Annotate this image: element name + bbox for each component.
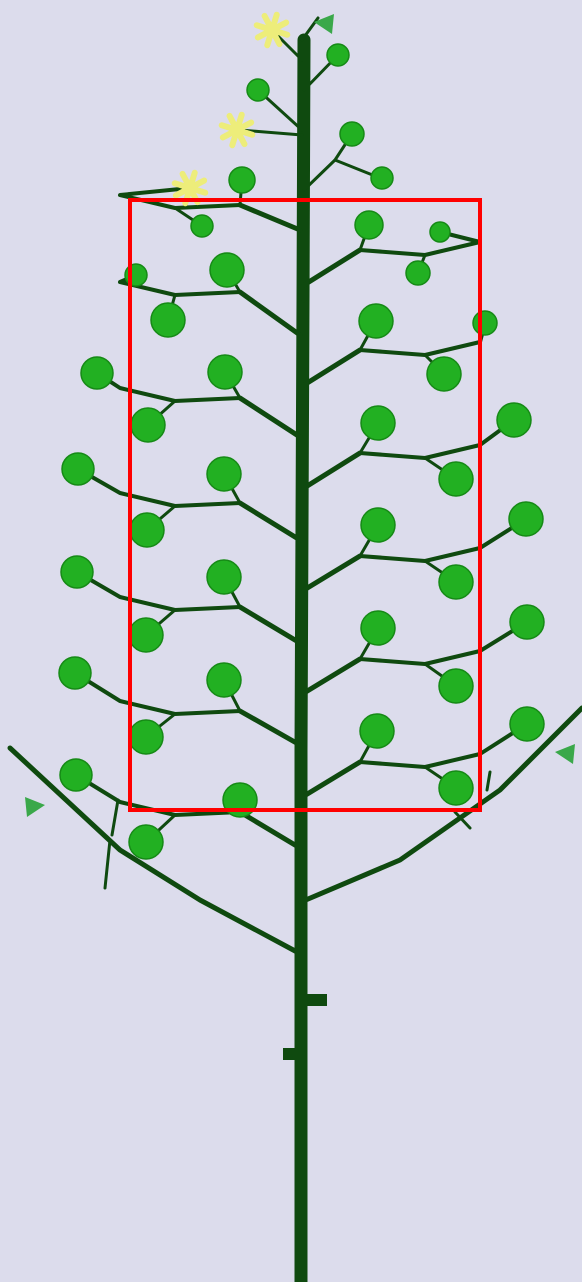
fruit bbox=[128, 824, 164, 860]
plant bbox=[7, 11, 582, 1282]
fruit bbox=[339, 121, 365, 147]
fruit bbox=[359, 713, 395, 749]
fruit bbox=[206, 559, 242, 595]
fruit bbox=[150, 302, 186, 338]
branch-right bbox=[301, 656, 363, 696]
lower-branch-left bbox=[7, 745, 300, 955]
highlight-box bbox=[128, 198, 482, 812]
fruit bbox=[246, 78, 270, 102]
fruit bbox=[370, 166, 394, 190]
leaf bbox=[314, 14, 334, 34]
fruit bbox=[438, 461, 474, 497]
fruit bbox=[209, 252, 245, 288]
fruit bbox=[360, 610, 396, 646]
branch-left bbox=[237, 500, 303, 543]
flower bbox=[171, 169, 209, 207]
fruit bbox=[80, 356, 114, 390]
lower-branch-right bbox=[298, 705, 582, 905]
fruit bbox=[190, 214, 214, 238]
fruit bbox=[60, 555, 94, 589]
fruit bbox=[360, 405, 396, 441]
fruit bbox=[130, 407, 166, 443]
fruit bbox=[405, 260, 431, 286]
branch-left bbox=[237, 395, 303, 440]
flower bbox=[218, 111, 256, 149]
fruit bbox=[58, 656, 92, 690]
branch-left bbox=[237, 289, 303, 338]
branch-left-arm bbox=[75, 570, 242, 612]
fruit bbox=[438, 668, 474, 704]
fruit bbox=[509, 604, 545, 640]
branch-right bbox=[301, 247, 363, 288]
fruit bbox=[128, 617, 164, 653]
fruit bbox=[426, 356, 462, 392]
fruit bbox=[206, 456, 242, 492]
branch-right bbox=[301, 347, 363, 388]
fruit bbox=[128, 719, 164, 755]
twig bbox=[110, 798, 120, 837]
fruit bbox=[228, 166, 256, 194]
twig bbox=[453, 810, 472, 830]
fruit bbox=[326, 43, 350, 67]
leaf bbox=[555, 744, 575, 764]
fruit bbox=[496, 402, 532, 438]
branch-right bbox=[301, 450, 363, 491]
fruit bbox=[438, 770, 474, 806]
fruit bbox=[508, 501, 544, 537]
fruit bbox=[438, 564, 474, 600]
branch-left bbox=[238, 128, 304, 137]
branch-right-arm bbox=[358, 620, 529, 666]
flower bbox=[253, 11, 291, 49]
fruit bbox=[472, 310, 498, 336]
fruit bbox=[429, 221, 451, 243]
branch-right bbox=[301, 553, 363, 593]
fruit bbox=[354, 210, 384, 240]
leaf bbox=[25, 797, 45, 817]
fruit bbox=[59, 758, 93, 792]
branch-right-arm bbox=[358, 722, 529, 769]
twig bbox=[103, 838, 122, 890]
branch-right-arm bbox=[358, 230, 482, 257]
branch-left-arm bbox=[73, 671, 242, 716]
branch-right-arm bbox=[358, 418, 516, 460]
fruit bbox=[358, 303, 394, 339]
stem-nub bbox=[305, 994, 327, 1006]
fruit bbox=[129, 512, 165, 548]
branch-left bbox=[237, 604, 303, 646]
fruit bbox=[206, 662, 242, 698]
branch-right bbox=[301, 759, 363, 799]
twig bbox=[485, 770, 492, 792]
branch-left bbox=[237, 708, 303, 748]
fruit bbox=[61, 452, 95, 486]
branch-left bbox=[237, 202, 303, 233]
fruit bbox=[207, 354, 243, 390]
branch-left-arm bbox=[76, 467, 242, 508]
branch-right-arm bbox=[358, 517, 528, 563]
fruit bbox=[509, 706, 545, 742]
stem-nub bbox=[283, 1048, 299, 1060]
branch-left bbox=[237, 809, 303, 851]
fruit bbox=[360, 507, 396, 543]
